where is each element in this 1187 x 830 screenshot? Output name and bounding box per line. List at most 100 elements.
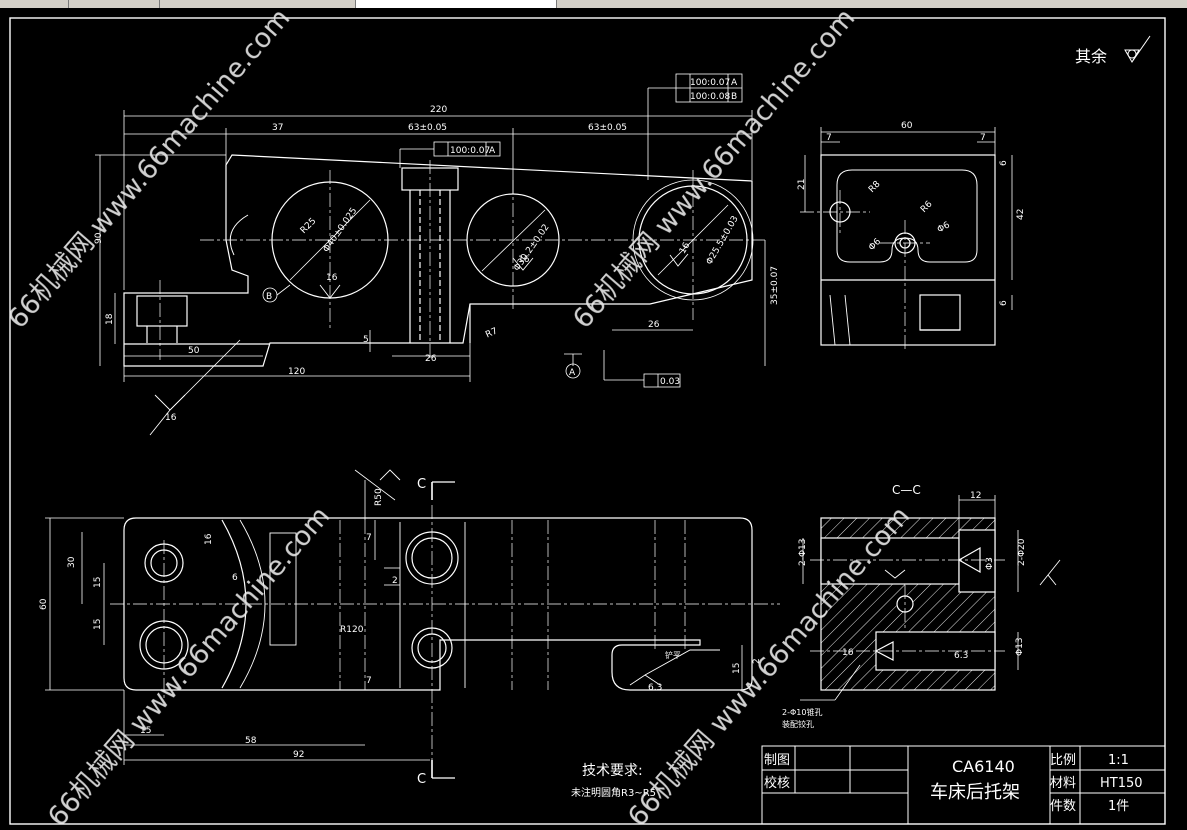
cut-mark-top: C <box>417 477 426 492</box>
section-view <box>800 495 1061 701</box>
section-hole-2x20: 2-Φ20 <box>1017 538 1027 566</box>
document-tab-3[interactable] <box>160 0 356 8</box>
top-label-flat: 铲平 <box>665 650 681 660</box>
top-view <box>45 469 780 779</box>
document-tab-bar <box>0 0 1187 8</box>
side-dim-7b: 7 <box>980 133 986 143</box>
side-hole-6b: Φ6 <box>936 220 952 235</box>
side-dim-6b: 6 <box>999 300 1009 306</box>
watermark-layer: 66机械网 www.66machine.com 66机械网 www.66mach… <box>2 8 916 830</box>
side-radius-8: R8 <box>867 179 883 195</box>
dim-90: 90 <box>94 232 104 244</box>
section-hole-3: Φ3 <box>985 557 995 570</box>
side-hole-6a: Φ6 <box>867 237 883 253</box>
section-hole-13: Φ13 <box>1015 637 1025 656</box>
dim-120: 120 <box>288 367 305 377</box>
dim-5: 5 <box>363 335 369 345</box>
side-dim-60: 60 <box>901 121 913 131</box>
tech-req-title: 技术要求: <box>582 763 643 779</box>
tol-datum-a1: A <box>489 146 496 156</box>
tolerance-3: 100:0.08 <box>690 92 731 102</box>
top-view-dimensions: 60 30 15 15 15 58 92 R50 R120 6 2 2 7 7 … <box>39 477 762 787</box>
top-dim-2a: 2 <box>392 576 398 586</box>
flatness-value: 0.03 <box>660 377 680 387</box>
dim-35: 35±0.07 <box>770 266 780 305</box>
document-tab-4-active[interactable] <box>356 0 557 8</box>
dim-18: 18 <box>105 313 115 325</box>
datum-b-label: B <box>266 292 272 302</box>
section-roughness-6-3: 6.3 <box>954 651 968 661</box>
watermark-2: 66机械网 www.66machine.com <box>567 8 861 335</box>
bore-3-diameter: Φ25.5±0.03 <box>705 214 741 266</box>
title-block-text: 制图 校核 CA6140 车床后托架 比例 1:1 材料 HT150 件数 1件 <box>764 753 1143 814</box>
top-roughness-16: 16 <box>204 533 214 545</box>
document-tab-1[interactable] <box>0 0 69 8</box>
top-dim-7b: 7 <box>366 676 372 686</box>
dim-26a: 26 <box>425 354 437 364</box>
roughness-16a: 16 <box>326 273 338 283</box>
dim-63a: 63±0.05 <box>408 123 447 133</box>
top-radius-50: R50 <box>374 488 384 506</box>
top-dim-15c: 15 <box>140 726 151 736</box>
side-view <box>800 127 1013 350</box>
cad-drawing-canvas[interactable]: 其余 <box>0 8 1187 830</box>
surface-note-text: 其余 <box>1075 47 1107 66</box>
datum-a-label: A <box>569 368 576 378</box>
top-dim-15b: 15 <box>93 619 103 630</box>
watermark-1: 66机械网 www.66machine.com <box>2 8 296 335</box>
tolerance-2: 100:0.07 <box>690 78 730 88</box>
checked-by-label: 校核 <box>764 775 790 791</box>
tech-req-line-1: 未注明圆角R3~R5 <box>571 786 656 799</box>
top-dim-58: 58 <box>245 736 257 746</box>
scale-value: 1:1 <box>1108 753 1129 768</box>
drawing-frame <box>9 17 1166 825</box>
top-dim-15a: 15 <box>93 577 103 588</box>
dim-37: 37 <box>272 123 283 133</box>
tolerance-1: 100:0.07 <box>450 146 490 156</box>
top-dim-60: 60 <box>39 598 49 610</box>
top-dim-2b: 2 <box>752 658 762 664</box>
quantity-label: 件数 <box>1050 799 1076 814</box>
section-note-2: 装配铰孔 <box>782 719 814 729</box>
title-block <box>761 745 1166 825</box>
material-value: HT150 <box>1100 776 1143 791</box>
top-radius-120: R120 <box>340 625 364 635</box>
drawn-by-label: 制图 <box>764 753 790 768</box>
side-view-dimensions: 60 7 7 6 6 21 42 R8 R6 Φ6 Φ6 <box>797 121 1026 306</box>
side-radius-6: R6 <box>919 199 935 215</box>
section-note-1: 2-Φ10锥孔 <box>782 707 822 717</box>
side-dim-21: 21 <box>797 179 807 190</box>
top-dim-15d: 15 <box>732 663 742 674</box>
roughness-16c: 16 <box>165 413 177 423</box>
radius-25: R25 <box>299 216 319 236</box>
surface-finish-note: 其余 <box>1075 35 1151 66</box>
section-hole-2x13: 2-Φ13 <box>798 538 808 566</box>
top-dim-6: 6 <box>232 573 238 583</box>
top-dim-7a: 7 <box>366 533 372 543</box>
scale-label: 比例 <box>1050 753 1076 768</box>
top-dim-30: 30 <box>67 556 77 568</box>
top-dim-92: 92 <box>293 750 304 760</box>
tol-datum-b: B <box>731 92 737 102</box>
watermark-3: 66机械网 www.66machine.com <box>42 501 336 830</box>
dim-220: 220 <box>430 105 447 115</box>
front-view <box>95 73 766 436</box>
bore-1-diameter: Φ40±0.025 <box>321 206 359 254</box>
top-roughness-6-3: 6.3 <box>648 683 662 693</box>
side-dim-6a: 6 <box>999 160 1009 166</box>
part-name: 车床后托架 <box>930 782 1020 803</box>
tol-datum-a2: A <box>731 78 738 88</box>
quantity-value: 1件 <box>1108 799 1129 814</box>
bore-2-diameter: Φ30.2±0.02 <box>512 223 552 274</box>
material-label: 材料 <box>1050 776 1076 791</box>
dim-63b: 63±0.05 <box>588 123 627 133</box>
part-number: CA6140 <box>952 757 1015 776</box>
side-dim-42: 42 <box>1016 209 1026 220</box>
section-dim-12: 12 <box>970 491 981 501</box>
cut-mark-bottom: C <box>417 772 426 787</box>
section-title: C—C <box>892 483 921 497</box>
section-roughness-16: 16 <box>842 648 854 658</box>
side-dim-7a: 7 <box>826 133 832 143</box>
document-tab-2[interactable] <box>69 0 160 8</box>
roughness-16b: 16 <box>518 255 530 265</box>
